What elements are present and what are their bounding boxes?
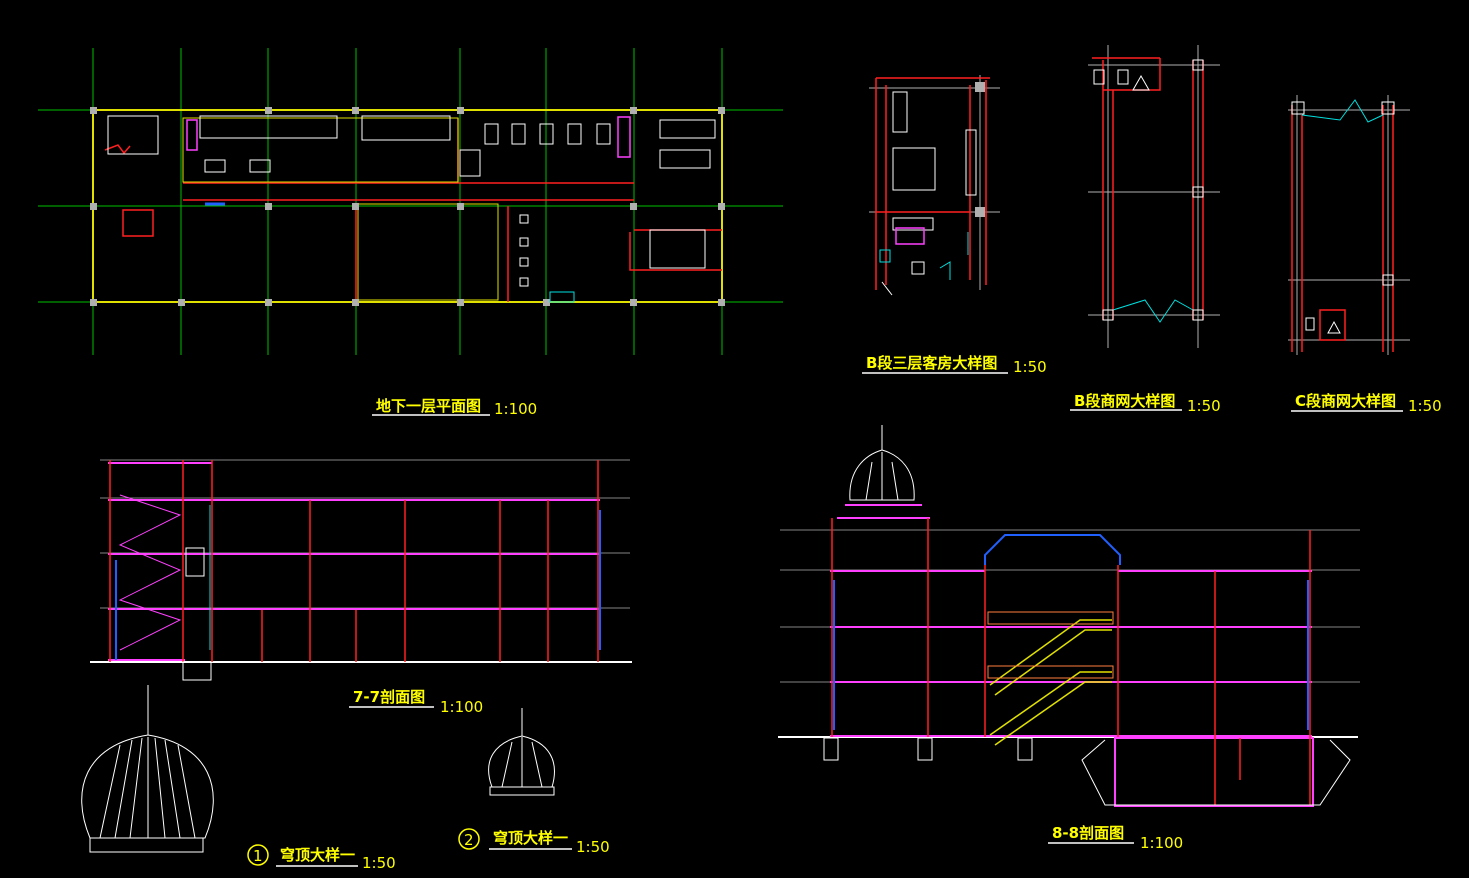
room-column <box>975 82 985 92</box>
room-detail-scale: 1:50 <box>1013 358 1047 376</box>
dome-detail-1-number: 1 <box>253 847 263 865</box>
plan-cyan-details <box>205 202 575 303</box>
title-dome-detail-1: 1 穹顶大样一 1:50 <box>247 844 396 872</box>
dome-detail-1-scale: 1:50 <box>362 854 396 872</box>
b-shop-detail-drawing <box>1088 45 1220 348</box>
plan-partitions <box>182 117 499 301</box>
section-88-dome <box>849 425 915 501</box>
title-room-detail: B段三层客房大样图 1:50 <box>862 354 1047 376</box>
section-88-escalators <box>989 619 1112 746</box>
section-77-level-lines <box>100 459 630 609</box>
section-88-level-lines <box>780 529 1360 683</box>
b-shop-columns <box>1102 59 1204 321</box>
title-b-shop-detail: B段商网大样图 1:50 <box>1070 392 1221 415</box>
dome-detail-2-number: 2 <box>464 831 474 849</box>
plan-columns <box>90 107 725 306</box>
c-shop-columns <box>1291 101 1395 334</box>
section-77-glazing <box>115 510 601 660</box>
basement-plan-title: 地下一层平面图 <box>376 397 481 415</box>
dome-detail-1-title: 穹顶大样一 <box>280 846 355 864</box>
b-shop-walls <box>1092 57 1204 320</box>
c-shop-grid-lines <box>1288 95 1410 355</box>
c-shop-detail-title: C段商网大样图 <box>1295 392 1396 410</box>
b-shop-detail-scale: 1:50 <box>1187 397 1221 415</box>
section-77-slabs <box>108 462 600 661</box>
room-column <box>975 207 985 217</box>
dome-detail-1-number-circle <box>247 844 269 866</box>
title-section-8-8: 8-8剖面图 1:100 <box>1048 824 1183 852</box>
dome-detail-2-number-circle <box>458 828 480 850</box>
section-7-7-drawing <box>90 459 632 681</box>
b-shop-detail-title: B段商网大样图 <box>1074 392 1175 410</box>
plan-grid-lines <box>38 48 783 355</box>
section-88-columns <box>831 518 1311 805</box>
room-bathtub <box>895 227 925 245</box>
room-cyan-details <box>879 232 969 280</box>
c-shop-detail-scale: 1:50 <box>1408 397 1442 415</box>
section-8-8-drawing <box>778 425 1360 807</box>
dome-detail-2-drawing <box>488 708 555 796</box>
section-77-stair <box>118 494 182 651</box>
b-shop-fixtures <box>1093 69 1150 91</box>
plan-elevator-cores <box>186 116 631 158</box>
section-77-elevator <box>182 547 212 681</box>
plan-fixtures <box>107 115 716 287</box>
title-c-shop-detail: C段商网大样图 1:50 <box>1291 392 1442 415</box>
room-detail-title: B段三层客房大样图 <box>866 354 997 372</box>
dome-detail-2-title: 穹顶大样一 <box>493 829 568 847</box>
title-section-7-7: 7-7剖面图 1:100 <box>349 688 483 716</box>
basement-plan-drawing <box>38 48 783 355</box>
section-88-glazing <box>833 580 1309 730</box>
room-furniture <box>881 91 977 296</box>
title-dome-detail-2: 2 穹顶大样一 1:50 <box>458 828 610 856</box>
c-shop-glass <box>1301 99 1384 123</box>
section-77-columns <box>109 460 599 662</box>
section-88-title: 8-8剖面图 <box>1052 824 1124 842</box>
section-88-foundation <box>1081 739 1351 806</box>
dome-detail-1-drawing <box>81 685 214 853</box>
title-basement-plan: 地下一层平面图 1:100 <box>372 397 537 418</box>
section-88-escalator-rails <box>987 611 1114 679</box>
room-detail-drawing <box>869 75 1000 296</box>
section-88-footings <box>823 737 1033 761</box>
b-shop-glass <box>1112 299 1194 323</box>
section-77-title: 7-7剖面图 <box>353 688 425 706</box>
c-shop-walls <box>1291 105 1394 352</box>
section-77-scale: 1:100 <box>440 698 483 716</box>
section-88-scale: 1:100 <box>1140 834 1183 852</box>
dome-detail-2-scale: 1:50 <box>576 838 610 856</box>
c-shop-detail-drawing <box>1288 95 1410 355</box>
room-walls <box>875 77 990 290</box>
basement-plan-scale: 1:100 <box>494 400 537 418</box>
